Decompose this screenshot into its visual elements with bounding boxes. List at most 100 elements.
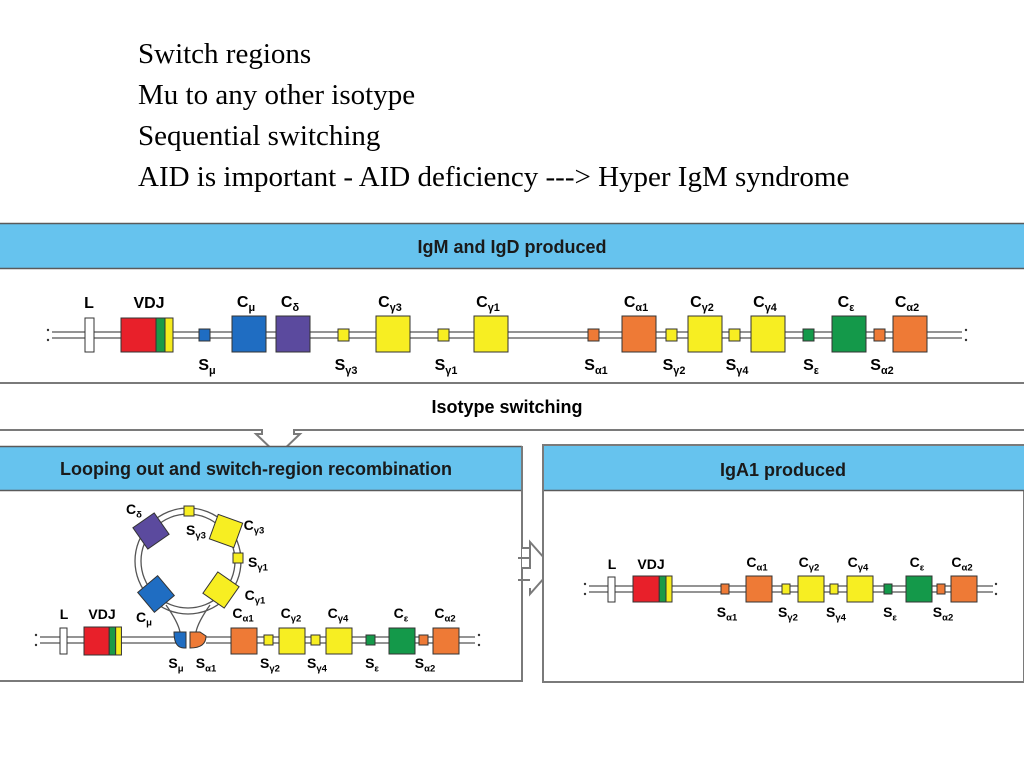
switch-region-g1-loop bbox=[232, 552, 244, 564]
label-S-g1: Sγ1 bbox=[435, 357, 458, 377]
constant-region-g4 bbox=[846, 575, 874, 603]
constant-region-g2 bbox=[797, 575, 825, 603]
constant-region-a2 bbox=[432, 627, 460, 655]
top-band-title: IgM and IgD produced bbox=[418, 237, 607, 257]
label-C-g3: Cγ3 bbox=[378, 294, 402, 314]
label-VDJ: VDJ bbox=[133, 295, 164, 312]
top-panel: IgM and IgD produced L VDJ Cμ Cδ Cγ3 Cγ1 Cα1 Cγ… bbox=[0, 222, 1024, 384]
switch-region-a1 bbox=[720, 583, 730, 595]
label-C-g1: Cγ1 bbox=[245, 587, 266, 607]
constant-region-g3 bbox=[375, 315, 411, 353]
v-segment bbox=[120, 317, 157, 353]
isotype-switching-label: Isotype switching bbox=[431, 397, 582, 417]
constant-region-g4 bbox=[750, 315, 786, 353]
label-VDJ: VDJ bbox=[88, 606, 115, 622]
label-C-g2: Cγ2 bbox=[690, 294, 714, 314]
constant-region-g3-loop bbox=[208, 513, 244, 549]
constant-region-g4 bbox=[325, 627, 353, 655]
switch-region-g2 bbox=[665, 328, 678, 342]
bullet-list: Switch regions Mu to any other isotype S… bbox=[138, 34, 849, 198]
label-S-g2: Sγ2 bbox=[260, 655, 280, 675]
constant-region-mu bbox=[231, 315, 267, 353]
j-segment bbox=[115, 626, 122, 656]
constant-region-delta-loop bbox=[132, 512, 170, 550]
label-C-g1: Cγ1 bbox=[476, 294, 500, 314]
right-band bbox=[544, 446, 1024, 491]
top-band bbox=[0, 223, 1024, 269]
label-C-e: Cε bbox=[910, 554, 925, 574]
switch-region-g4 bbox=[829, 583, 839, 595]
dna-break-marker bbox=[994, 582, 998, 586]
constant-region-a1 bbox=[230, 627, 258, 655]
label-VDJ: VDJ bbox=[637, 556, 664, 572]
label-C-g3: Cγ3 bbox=[244, 517, 265, 537]
constant-region-g2 bbox=[687, 315, 723, 353]
label-C-g4: Cγ4 bbox=[848, 554, 869, 574]
label-L: L bbox=[84, 295, 94, 312]
dna-break-marker bbox=[964, 328, 968, 332]
label-S-e: Sε bbox=[883, 604, 897, 624]
label-S-g4: Sγ4 bbox=[726, 357, 749, 377]
label-C-g2: Cγ2 bbox=[799, 554, 820, 574]
switch-region-a1 bbox=[587, 328, 600, 342]
constant-region-g2 bbox=[278, 627, 306, 655]
bullet-4: AID is important - AID deficiency ---> H… bbox=[138, 161, 850, 193]
label-S-g4: Sγ4 bbox=[307, 655, 328, 675]
switch-region-a2 bbox=[418, 634, 429, 646]
label-S-g3: Sγ3 bbox=[186, 522, 206, 542]
v-segment bbox=[632, 575, 660, 603]
constant-region-e bbox=[905, 575, 933, 603]
label-L: L bbox=[60, 606, 69, 622]
j-segment bbox=[164, 317, 174, 353]
dna-break-marker bbox=[964, 338, 968, 342]
left-panel-border bbox=[0, 446, 523, 682]
label-C-delta: Cδ bbox=[126, 501, 142, 521]
label-C-g2: Cγ2 bbox=[281, 605, 302, 625]
label-S-e: Sε bbox=[365, 655, 379, 675]
switch-region-a1-recombining bbox=[189, 631, 207, 649]
switch-region-a2 bbox=[873, 328, 886, 342]
switch-region-e bbox=[802, 328, 815, 342]
left-panel: Looping out and switch-region recombinat… bbox=[0, 445, 523, 682]
dna-break-marker bbox=[994, 592, 998, 596]
label-S-a1: Sα1 bbox=[584, 357, 607, 377]
label-S-a1: Sα1 bbox=[717, 604, 738, 624]
label-C-delta: Cδ bbox=[281, 294, 300, 314]
j-segment bbox=[108, 626, 117, 656]
switch-region-a2 bbox=[936, 583, 946, 595]
bullet-3: Sequential switching bbox=[138, 120, 381, 152]
label-C-a2: Cα2 bbox=[895, 294, 919, 314]
constant-region-a2 bbox=[950, 575, 978, 603]
label-S-g4: Sγ4 bbox=[826, 604, 847, 624]
constant-region-delta bbox=[275, 315, 311, 353]
constant-region-e bbox=[388, 627, 416, 655]
label-C-g4: Cγ4 bbox=[753, 294, 777, 314]
label-S-a2: Sα2 bbox=[933, 604, 954, 624]
v-segment bbox=[83, 626, 110, 656]
constant-region-a1 bbox=[745, 575, 773, 603]
label-C-g4: Cγ4 bbox=[328, 605, 349, 625]
label-S-mu: Sμ bbox=[168, 655, 183, 675]
label-C-a1: Cα1 bbox=[624, 294, 648, 314]
switch-region-g3 bbox=[337, 328, 350, 342]
label-C-mu: Cμ bbox=[237, 294, 255, 314]
switch-region-g1 bbox=[437, 328, 450, 342]
dna-break-marker bbox=[583, 592, 587, 596]
switch-region-g2 bbox=[263, 634, 274, 646]
label-C-e: Cε bbox=[394, 605, 409, 625]
label-S-g2: Sγ2 bbox=[778, 604, 798, 624]
label-S-e: Sε bbox=[803, 357, 819, 377]
dna-break-marker bbox=[477, 643, 481, 647]
switch-region-g4 bbox=[728, 328, 741, 342]
dna-break-marker bbox=[477, 633, 481, 637]
constant-region-e bbox=[831, 315, 867, 353]
switch-region-e bbox=[365, 634, 376, 646]
leader-segment bbox=[607, 576, 616, 603]
label-C-a2: Cα2 bbox=[951, 554, 972, 574]
label-C-e: Cε bbox=[838, 294, 855, 314]
